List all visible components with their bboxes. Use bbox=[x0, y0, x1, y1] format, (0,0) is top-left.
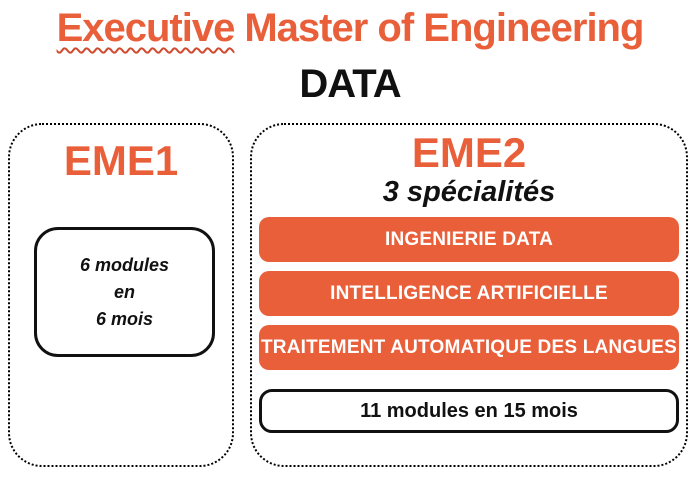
eme1-duration-box: 6 modules en 6 mois bbox=[34, 227, 215, 357]
eme1-duration-line: en bbox=[113, 281, 135, 302]
eme1-title: EME1 bbox=[63, 137, 179, 184]
specialty-bar-traitement-automatique-des-langues: TRAITEMENT AUTOMATIQUE DES LANGUES bbox=[259, 325, 679, 370]
eme2-title: EME2 bbox=[411, 129, 527, 176]
eme1-duration-line: 6 modules bbox=[79, 254, 170, 275]
subtitle-data: DATA bbox=[299, 62, 401, 106]
eme1-panel: EME1 6 modules en 6 mois bbox=[8, 123, 234, 467]
eme2-specialty-list: INGENIERIE DATA INTELLIGENCE ARTIFICIELL… bbox=[259, 217, 679, 433]
eme2-duration-box: 11 modules en 15 mois bbox=[259, 389, 679, 433]
specialty-bar-intelligence-artificielle: INTELLIGENCE ARTIFICIELLE bbox=[259, 271, 679, 316]
eme2-panel: EME2 3 spécialités INGENIERIE DATA INTEL… bbox=[250, 123, 688, 467]
title-word-executive-with-squiggle-underline: Executive bbox=[56, 6, 236, 50]
eme2-subtitle: 3 spécialités bbox=[382, 176, 556, 209]
specialty-bar-ingenierie-data: INGENIERIE DATA bbox=[259, 217, 679, 262]
title-rest: Master of Engineering bbox=[244, 6, 644, 50]
eme1-duration-line: 6 mois bbox=[95, 308, 154, 329]
